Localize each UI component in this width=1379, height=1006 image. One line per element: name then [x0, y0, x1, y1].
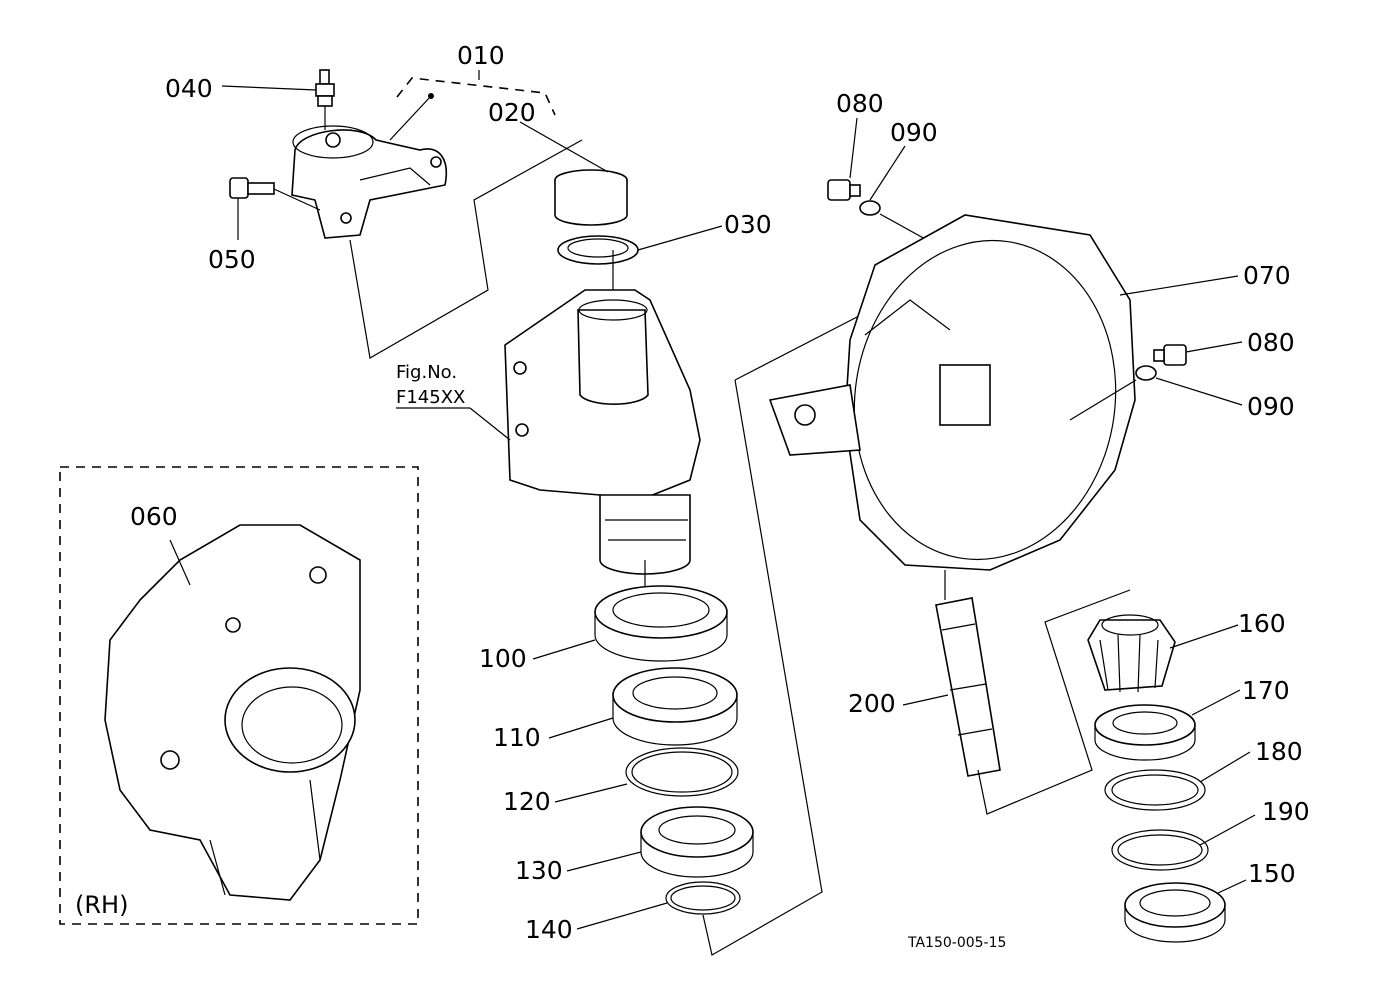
part-020-bushing — [519, 121, 628, 226]
label-080-right: 080 — [1247, 328, 1295, 357]
part-120-snap-ring — [554, 747, 739, 803]
label-100: 100 — [479, 644, 527, 673]
part-030-seal — [557, 225, 723, 265]
part-180-ring — [1104, 751, 1251, 811]
inset-label-rh: (RH) — [75, 891, 128, 919]
label-020: 020 — [488, 98, 536, 127]
part-010-arm — [291, 125, 447, 239]
part-150-seal — [1124, 879, 1247, 943]
label-120: 120 — [503, 787, 551, 816]
part-170-bearing — [1094, 689, 1241, 761]
part-100-seal — [532, 585, 728, 662]
label-130: 130 — [515, 856, 563, 885]
part-070-gear-case — [768, 214, 1239, 600]
fig-ref-line2: F145XX — [396, 387, 465, 408]
leader-arm-housing — [349, 139, 583, 359]
part-140-snap-ring — [576, 881, 741, 930]
label-010: 010 — [457, 41, 505, 70]
label-160: 160 — [1238, 609, 1286, 638]
label-170: 170 — [1242, 676, 1290, 705]
part-160-gear — [1087, 614, 1239, 693]
fig-ref-line1: Fig.No. — [396, 362, 457, 383]
label-070: 070 — [1243, 261, 1291, 290]
label-090-top: 090 — [890, 118, 938, 147]
leader-lower-right — [977, 589, 1131, 815]
figure-reference: Fig.No. F145XX — [396, 362, 511, 441]
part-190-snap-ring — [1111, 814, 1256, 871]
label-200: 200 — [848, 689, 896, 718]
label-180: 180 — [1255, 737, 1303, 766]
part-080-090-right — [1069, 341, 1243, 421]
label-090-right: 090 — [1247, 392, 1295, 421]
label-110: 110 — [493, 723, 541, 752]
label-030: 030 — [724, 210, 772, 239]
label-050: 050 — [208, 245, 256, 274]
part-110-bearing — [548, 667, 738, 746]
part-200-shaft — [902, 597, 1001, 777]
label-040: 040 — [165, 74, 213, 103]
part-130-bearing — [566, 806, 754, 878]
label-080-top: 080 — [836, 89, 884, 118]
leader-center — [702, 379, 823, 956]
part-040-stud — [221, 69, 335, 130]
part-050-bolt — [229, 177, 321, 240]
label-150: 150 — [1248, 859, 1296, 888]
rh-inset: (RH) — [59, 466, 419, 925]
drawing-code: TA150-005-15 — [907, 935, 1006, 951]
label-140: 140 — [525, 915, 573, 944]
group-010-bracket — [389, 70, 556, 141]
label-060: 060 — [130, 502, 178, 531]
label-190: 190 — [1262, 797, 1310, 826]
part-steering-housing — [504, 250, 701, 590]
